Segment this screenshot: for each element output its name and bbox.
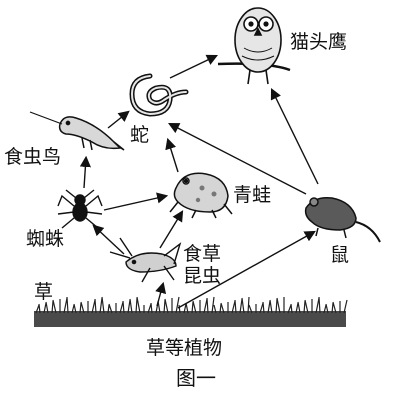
owl-label: 猫头鹰 (290, 33, 347, 52)
mouse-label: 鼠 (330, 246, 349, 265)
frog-label: 青蛙 (233, 186, 271, 205)
arrow-bird-to-snake (108, 112, 128, 128)
bird-label: 食虫鸟 (4, 148, 61, 167)
snake-illustration (132, 76, 186, 114)
spider-illustration (58, 190, 102, 228)
arrow-insect-to-spider (94, 226, 124, 254)
arrow-mouse-to-owl (272, 90, 318, 184)
arrow-insect-to-frog (160, 212, 182, 248)
insect-label-line2: 昆虫 (183, 266, 221, 288)
snake-label: 蛇 (130, 126, 149, 145)
insect-label-line1: 食草 (183, 244, 221, 266)
grasshopper-illustration (110, 238, 180, 282)
grass-label: 草 (34, 283, 53, 302)
figure-caption: 图一 (176, 368, 216, 388)
arrow-snake-to-owl (170, 56, 216, 78)
mouse-illustration (306, 198, 380, 242)
owl-illustration (218, 8, 290, 84)
spider-label: 蜘蛛 (26, 230, 64, 249)
insect-label: 食草 昆虫 (183, 244, 221, 288)
arrow-spider-to-bird (84, 158, 86, 188)
frog-illustration (170, 173, 232, 218)
arrow-spider-to-frog (104, 196, 166, 210)
arrow-frog-to-snake (168, 140, 178, 172)
bird-illustration (30, 112, 124, 150)
arrow-plants-to-insect (157, 284, 163, 306)
plants-label: 草等植物 (146, 339, 222, 358)
